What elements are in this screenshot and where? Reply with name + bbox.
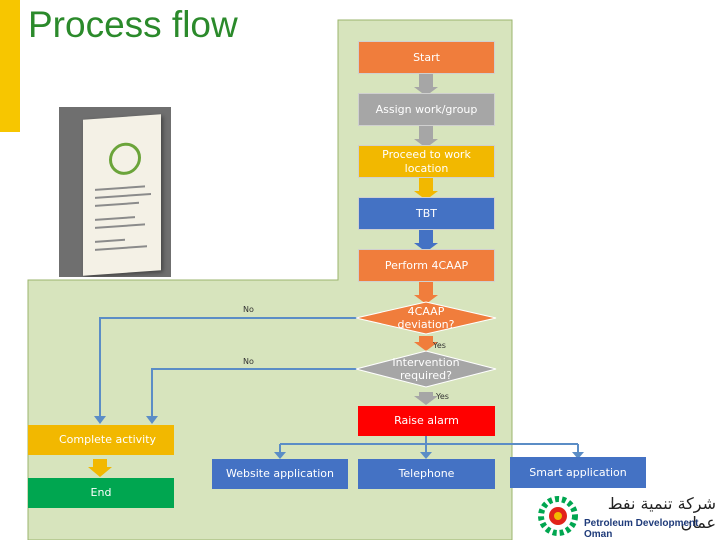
channel-smart-app: Smart application: [510, 457, 646, 488]
logo-arabic-text: شركة تنمية نفط عمان: [607, 494, 716, 532]
decision-intervention-shape: [355, 350, 497, 388]
page-title: Process flow: [28, 4, 238, 45]
channel-telephone: Telephone: [358, 459, 495, 489]
decision-intervention: Intervention required?: [380, 355, 472, 383]
channel-website: Website application: [212, 459, 348, 489]
step-arrows: [88, 74, 438, 477]
arrow-proceed-tbt: [414, 178, 438, 200]
arrow-perform-deviation: [414, 282, 438, 304]
no-connectors: [99, 317, 364, 418]
alarm-arrowhead-telephone: [420, 452, 432, 459]
pdo-logo-icon: [538, 496, 578, 536]
edge-label-yes-2: Yes: [436, 392, 449, 401]
arrow-complete-end: [88, 459, 112, 477]
step-perform-4caap: Perform 4CAAP: [358, 249, 495, 282]
decision-deviation: 4CAAP deviation?: [380, 304, 472, 332]
no-arrowhead-2: [146, 416, 158, 424]
step-assign-work: Assign work/group: [358, 93, 495, 126]
arrow-tbt-perform: [414, 230, 438, 252]
no-connector-deviation: [99, 317, 364, 418]
decision-intervention-label-1: Intervention: [392, 355, 460, 369]
alarm-arrowhead-smart: [572, 452, 584, 459]
arrow-assign-proceed: [414, 126, 438, 148]
edge-label-no-1: No: [243, 305, 254, 314]
alarm-arrowhead-website: [274, 452, 286, 459]
edge-label-no-2: No: [243, 357, 254, 366]
arrow-start-assign: [414, 74, 438, 96]
arrow-deviation-intervention: [414, 336, 438, 351]
no-arrowhead-1: [94, 416, 106, 424]
step-complete-activity: Complete activity: [28, 425, 174, 455]
decision-deviation-label-1: 4CAAP: [407, 304, 445, 318]
company-logo: شركة تنمية نفط عمان Petroleum Developmen…: [536, 494, 716, 540]
step-raise-alarm: Raise alarm: [358, 406, 495, 436]
booklet-image: [83, 114, 161, 276]
decision-intervention-label-2: required?: [400, 369, 452, 382]
booklet-logo-icon: [109, 141, 141, 176]
step-proceed-location: Proceed to work location: [358, 145, 495, 178]
accent-bar: [0, 0, 20, 132]
step-start: Start: [358, 41, 495, 74]
step-tbt: TBT: [358, 197, 495, 230]
arrow-intervention-alarm: [414, 392, 438, 405]
step-end: End: [28, 478, 174, 508]
edge-label-yes-1: Yes: [433, 341, 446, 350]
booklet-photo: [59, 107, 171, 277]
no-connector-intervention: [151, 368, 364, 418]
decision-deviation-label-2: deviation?: [397, 318, 455, 331]
logo-english-text: Petroleum Development Oman: [584, 518, 699, 540]
decision-deviation-shape: [355, 301, 497, 335]
